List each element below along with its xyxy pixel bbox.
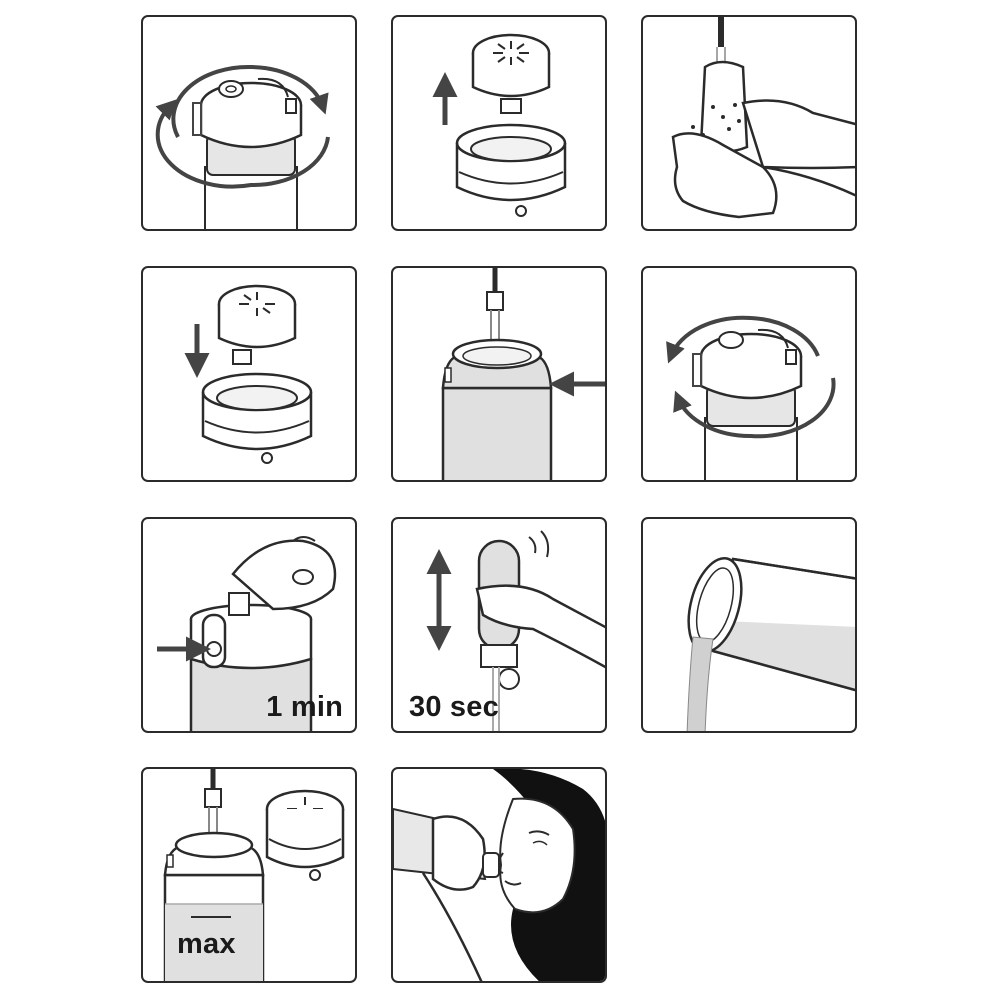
step-10-fill-to-max: max bbox=[141, 767, 357, 983]
screw-cap-illustration bbox=[643, 268, 857, 482]
rinse-filter-illustration bbox=[643, 17, 857, 231]
step-8-shake-bottle: 30 sec bbox=[391, 517, 607, 733]
remove-filter-illustration bbox=[393, 17, 607, 231]
fill-to-max-illustration bbox=[143, 769, 357, 983]
pour-out-illustration bbox=[643, 519, 857, 733]
insert-filter-illustration bbox=[143, 268, 357, 482]
step-9-pour-out bbox=[641, 517, 857, 733]
step-11-drink bbox=[391, 767, 607, 983]
step-3-rinse-filter bbox=[641, 15, 857, 231]
step-8-duration: 30 sec bbox=[409, 693, 499, 722]
step-7-press-button: 1 min bbox=[141, 517, 357, 733]
step-5-rinse-bottle bbox=[391, 266, 607, 482]
step-1-unscrew-cap bbox=[141, 15, 357, 231]
step-10-max-mark: max bbox=[177, 930, 236, 959]
step-7-duration: 1 min bbox=[266, 693, 343, 722]
step-2-remove-filter bbox=[391, 15, 607, 231]
rinse-bottle-illustration bbox=[393, 268, 607, 482]
step-6-screw-cap bbox=[641, 266, 857, 482]
step-4-insert-filter bbox=[141, 266, 357, 482]
drink-illustration bbox=[393, 769, 607, 983]
unscrew-cap-illustration bbox=[143, 17, 357, 231]
